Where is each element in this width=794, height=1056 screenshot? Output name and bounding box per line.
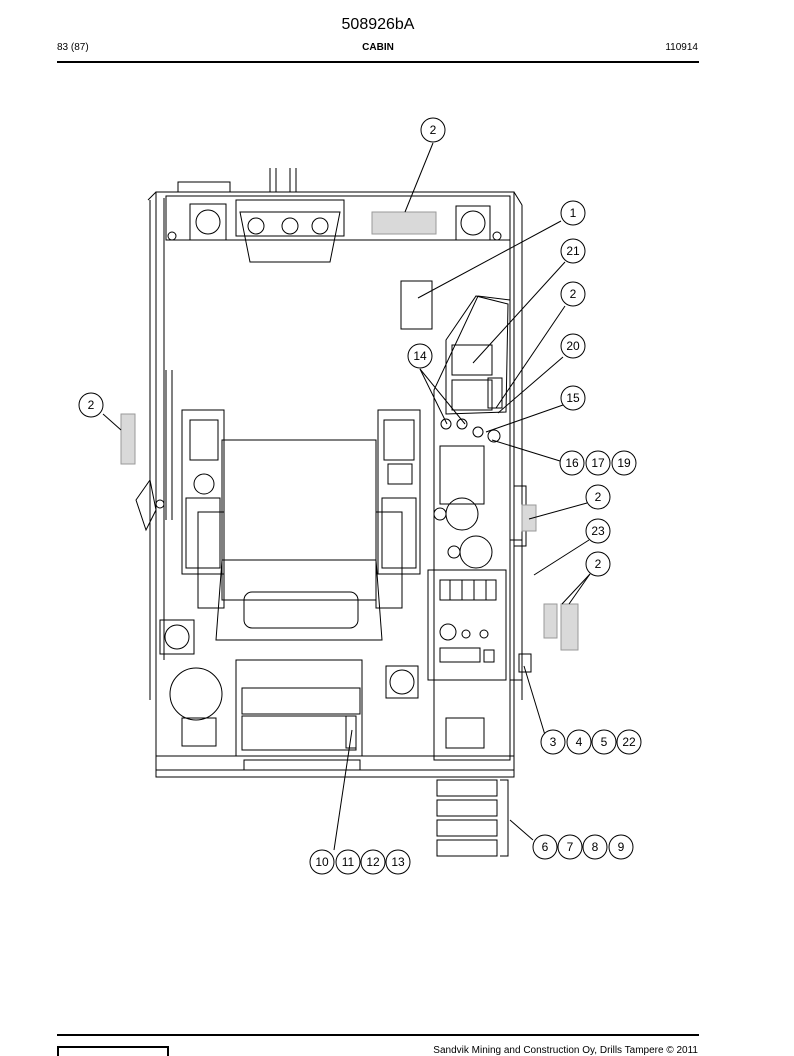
callout-label: 2 [570,287,577,301]
callout-5 [591,729,617,755]
callout-label: 19 [617,456,631,470]
callout-19 [611,450,637,476]
footer-rule [57,1034,699,1036]
callout-label: 15 [566,391,580,405]
decal-right-a [543,603,558,639]
cabin-outline [155,191,515,778]
callout-label: 20 [566,339,580,353]
date-code: 110914 [665,42,698,53]
sticker-6 [436,779,498,797]
callout-label: 11 [342,855,355,869]
callout-label: 2 [430,123,437,137]
callout-label: 14 [413,349,427,363]
callout-label: 5 [601,735,608,749]
callout-label: 23 [591,524,605,538]
callout-6 [532,834,558,860]
callout-label: 12 [366,855,380,869]
callout-23 [585,518,611,544]
decal-left [120,413,136,465]
callout-label: 4 [576,735,583,749]
header-rule [57,61,699,63]
page-number: 83 (87) [57,42,89,53]
callout-21 [560,238,586,264]
callout-22 [616,729,642,755]
callout-label: 17 [591,456,605,470]
callout-20 [560,333,586,359]
callout-label: 21 [566,244,580,258]
callout-2-door [585,484,611,510]
decal-top [371,211,437,235]
callout-label: 3 [550,735,557,749]
callout-label: 1 [570,206,577,220]
callout-label: 10 [315,855,329,869]
callout-label: 8 [592,840,599,854]
callout-label: 2 [595,490,602,504]
callout-4 [566,729,592,755]
callout-2-lower [585,551,611,577]
sandvik-logo [57,1046,169,1056]
callout-10 [309,849,335,875]
callout-2-right [560,281,586,307]
callout-2-top [420,117,446,143]
footer-copyright: Sandvik Mining and Construction Oy, Dril… [433,1045,698,1056]
callout-16 [559,450,585,476]
callout-label: 22 [622,735,636,749]
callout-label: 16 [565,456,579,470]
document-id: 508926bA [341,16,415,33]
callout-17 [585,450,611,476]
callout-label: 2 [595,557,602,571]
callout-14 [407,343,433,369]
callout-label: 6 [542,840,549,854]
callout-9 [608,834,634,860]
sticker-8 [436,819,498,837]
callout-1 [560,200,586,226]
callout-label: 7 [567,840,574,854]
callout-2-left [78,392,104,418]
callout-label: 13 [391,855,405,869]
callout-11 [335,849,361,875]
callout-label: 9 [618,840,625,854]
callout-13 [385,849,411,875]
callout-label: 2 [88,398,95,412]
callout-15 [560,385,586,411]
callout-7 [557,834,583,860]
callout-8 [582,834,608,860]
decal-right-door [521,504,537,532]
sticker-9 [436,839,498,857]
section-title: CABIN [362,42,394,53]
sticker-7 [436,799,498,817]
decal-right-b [560,603,579,651]
callout-12 [360,849,386,875]
callout-3 [540,729,566,755]
